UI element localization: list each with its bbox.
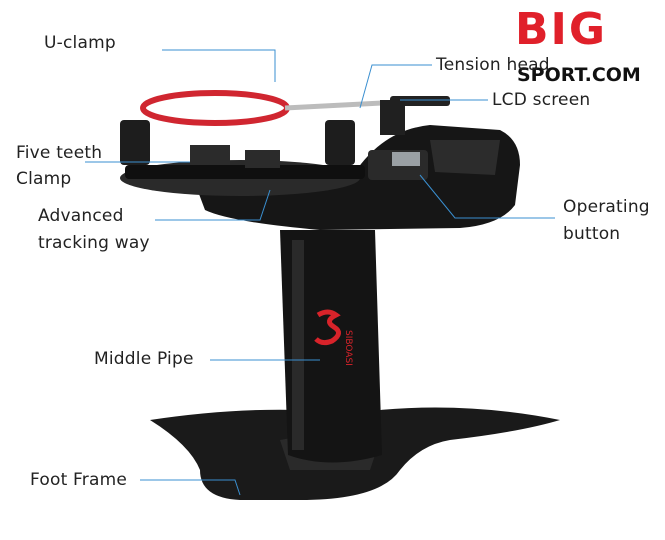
logo-sub-text: SPORT.COM	[517, 64, 641, 86]
label-advanced-2: tracking way	[38, 233, 150, 253]
label-u-clamp: U-clamp	[44, 33, 116, 53]
label-lcd-screen: LCD screen	[492, 90, 591, 110]
leader-operating	[419, 174, 555, 219]
leader-tension-head	[359, 64, 432, 109]
big-sport-logo: BIG SPORT.COM	[515, 6, 660, 92]
middle-pipe	[280, 230, 382, 463]
tension-head	[380, 100, 405, 135]
leader-u-clamp	[162, 49, 276, 82]
leader-foot-frame	[140, 479, 241, 496]
logo-big-text: BIG	[515, 4, 608, 55]
label-middle-pipe: Middle Pipe	[94, 349, 194, 369]
label-tension-head: Tension head	[436, 55, 550, 75]
leader-advanced	[155, 189, 271, 221]
label-five-teeth-1: Five teeth	[16, 143, 103, 163]
label-five-teeth-2: Clamp	[16, 169, 72, 189]
label-operating-2: button	[563, 224, 621, 244]
svg-text:SIBOASI: SIBOASI	[343, 330, 353, 366]
label-foot-frame: Foot Frame	[30, 470, 128, 490]
label-operating-1: Operating	[563, 197, 650, 217]
label-advanced-1: Advanced	[38, 206, 124, 226]
brand-logo-mark	[314, 309, 341, 346]
